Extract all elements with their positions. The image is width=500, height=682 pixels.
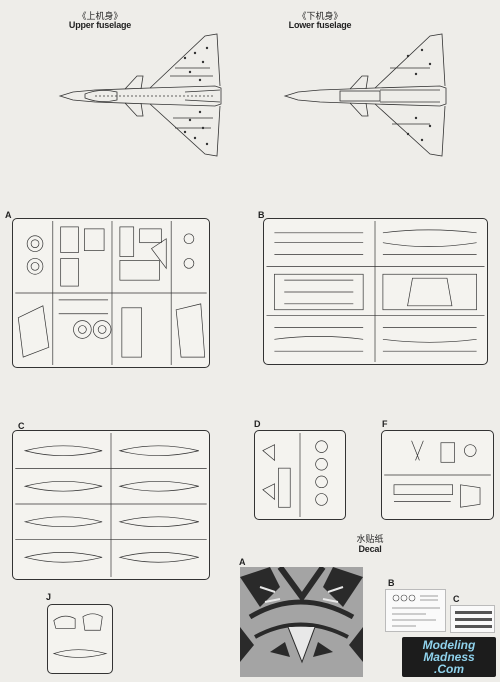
decal-sheet-c [450, 605, 495, 633]
sprue-d [254, 430, 346, 520]
upper-fuselage-drawing [58, 33, 222, 157]
sprue-c [12, 430, 210, 580]
sprue-c-parts [15, 432, 207, 578]
sprue-a-label: A [5, 210, 12, 220]
sprue-b-label: B [258, 210, 265, 220]
sprue-a-parts [15, 220, 207, 366]
decal-sheet-b [385, 589, 446, 632]
decal-a-tiger-pattern [240, 565, 363, 677]
sprue-b-parts [266, 220, 485, 363]
decal-b-markings [392, 594, 440, 627]
sprue-d-parts [262, 432, 328, 518]
sprue-d-label: D [254, 419, 261, 429]
decal-a-label: A [239, 557, 246, 567]
decal-c-label: C [453, 594, 460, 604]
sprue-j-label: J [46, 592, 52, 602]
upper-fuselage-cn-caption: 《上机身》 [77, 12, 123, 22]
sprue-a [12, 218, 210, 368]
logo-line-2: Madness [423, 650, 475, 664]
decal-b-label: B [388, 578, 395, 588]
lower-fuselage-drawing [283, 33, 447, 157]
sprue-f [381, 430, 494, 520]
upper-fuselage-caption: Upper fuselage [68, 20, 132, 30]
sprue-f-label: F [382, 419, 388, 429]
sprue-j-parts [52, 613, 108, 658]
decal-caption: Decal [358, 544, 382, 554]
sprue-f-parts [384, 440, 491, 508]
modelingmadness-logo: Modeling Madness .Com [402, 637, 496, 677]
sprue-b [263, 218, 488, 365]
sprue-j [47, 604, 113, 674]
sprue-c-label: C [18, 421, 25, 431]
decal-cn-caption: 水贴纸 [356, 535, 384, 545]
logo-line-1: Modeling [422, 638, 476, 652]
decal-sheet-a [240, 565, 363, 677]
logo-line-3: .Com [434, 662, 464, 676]
decal-c-markings [455, 611, 492, 628]
lower-fuselage-caption: Lower fuselage [288, 20, 352, 30]
lower-fuselage-cn-caption: 《下机身》 [297, 12, 343, 22]
